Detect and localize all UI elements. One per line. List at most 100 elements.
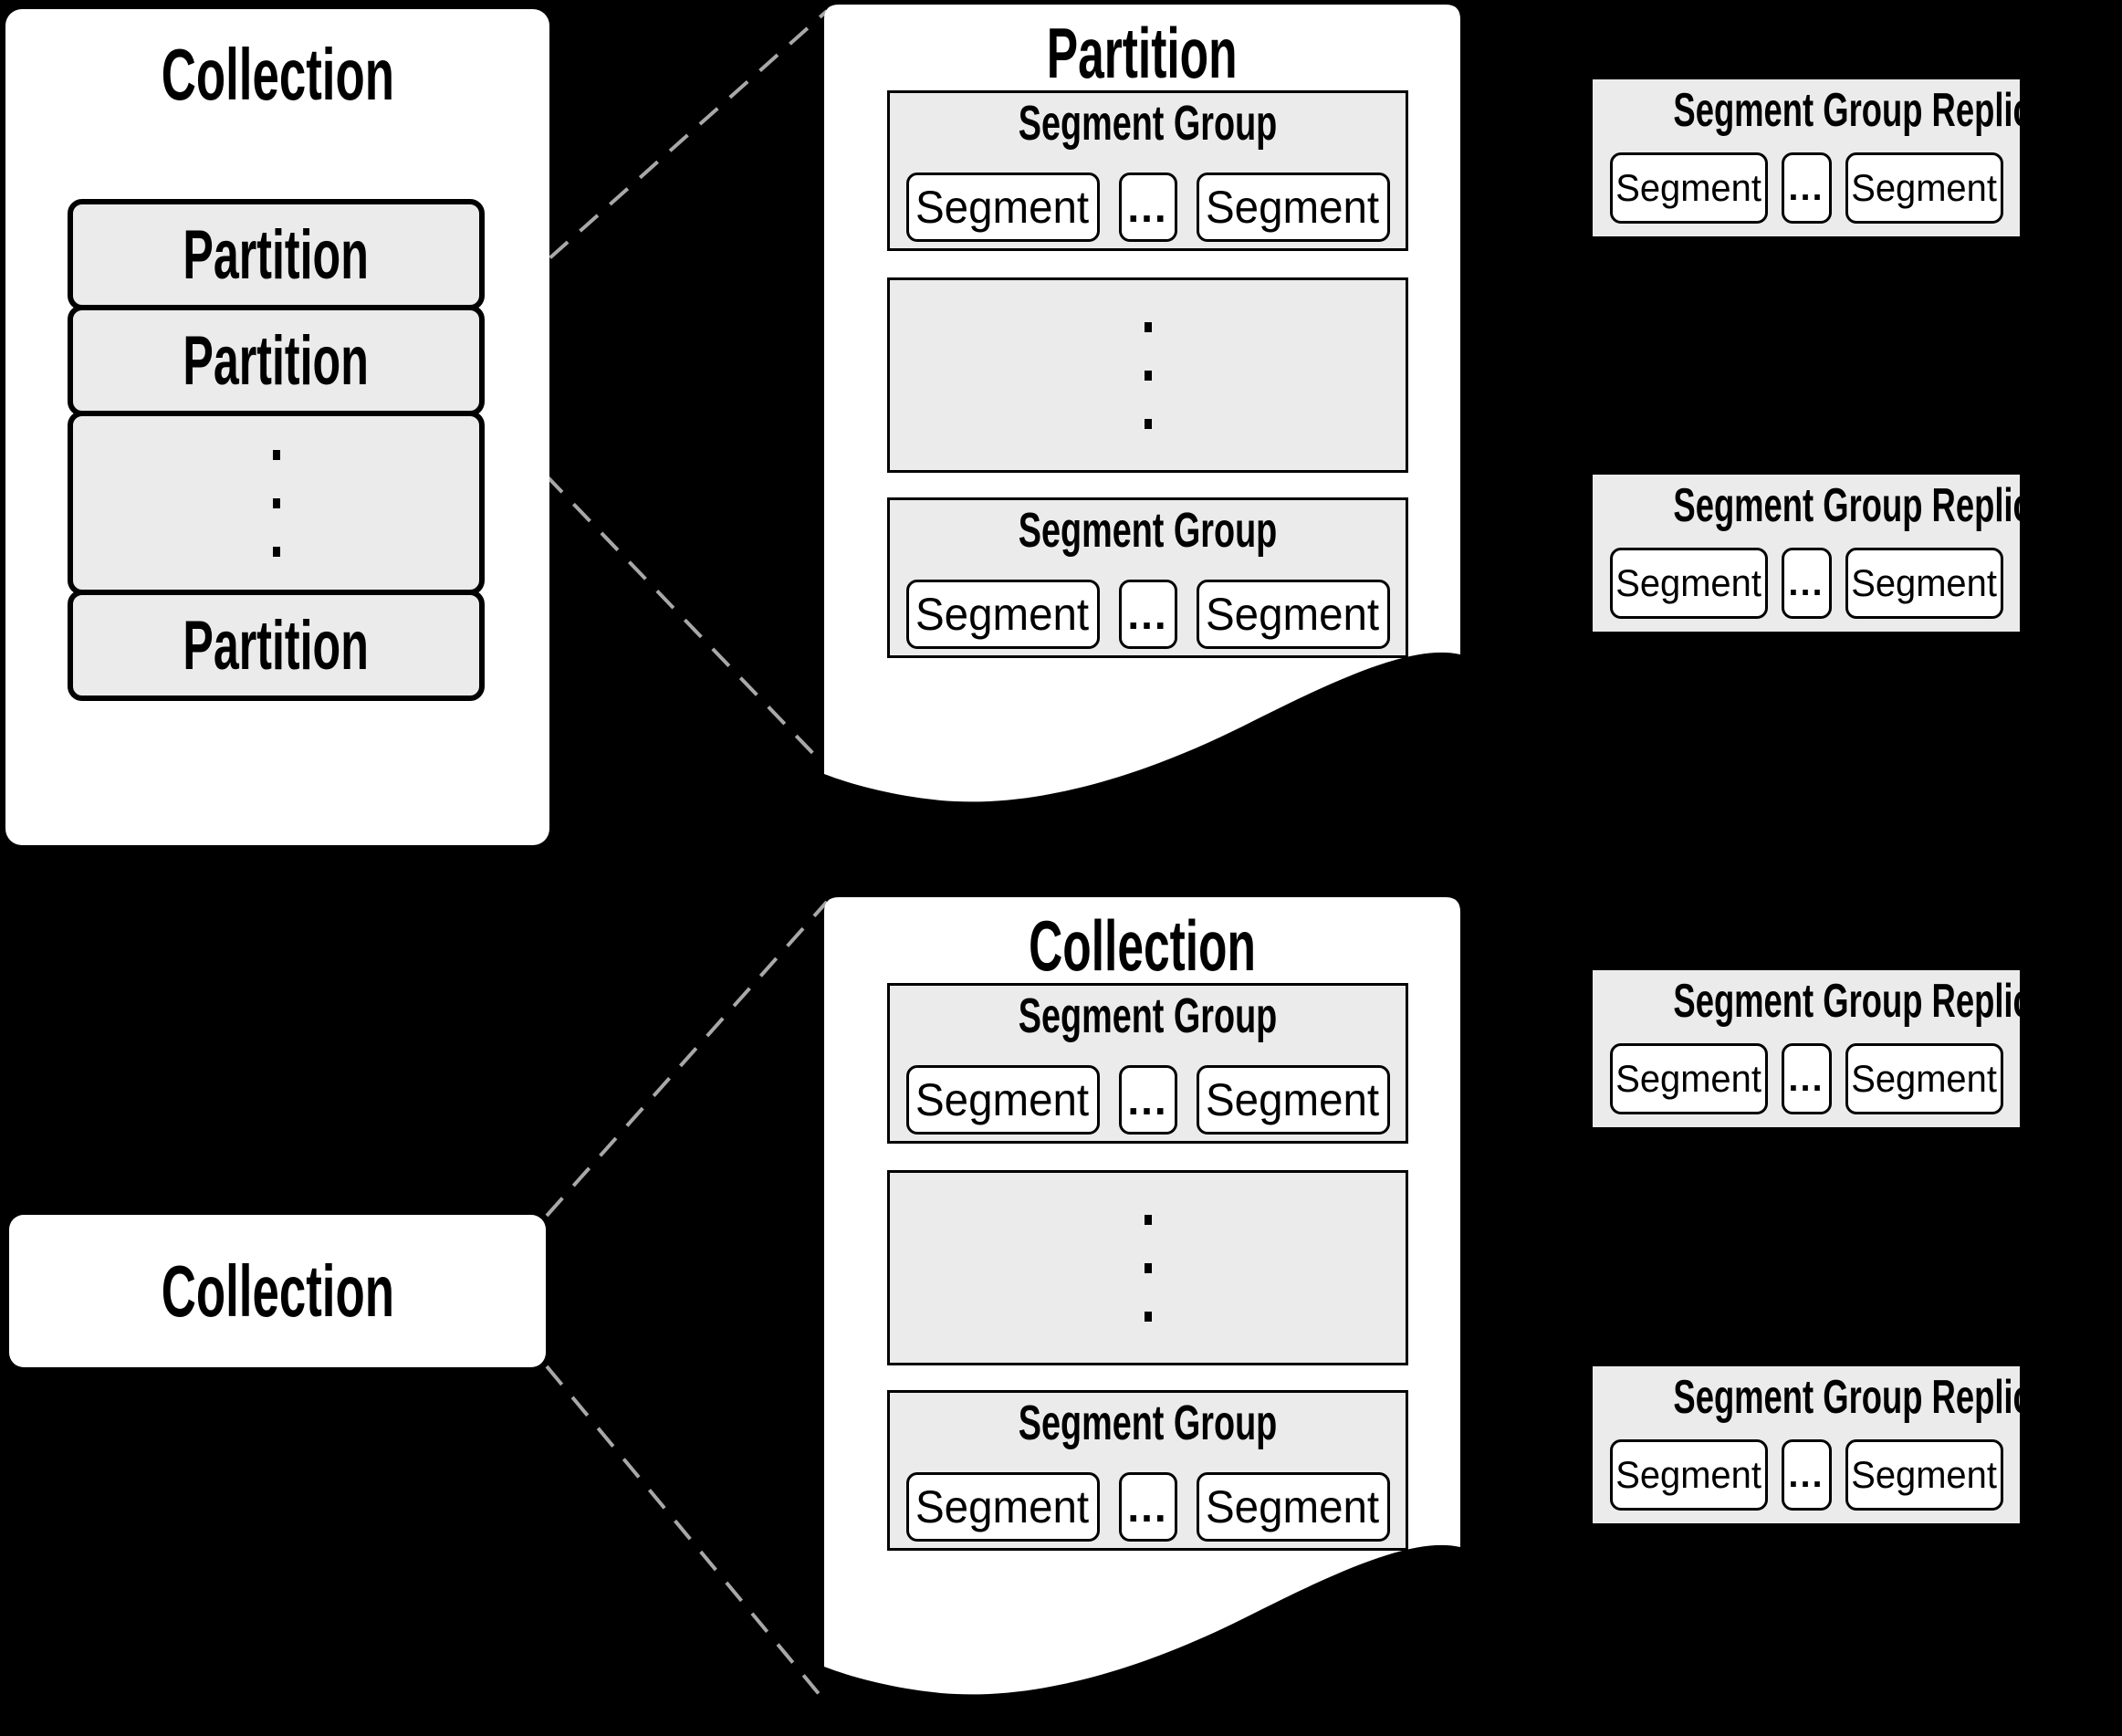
segment-box: Segment [1196, 1065, 1390, 1135]
segment-box: Segment [1845, 152, 2003, 224]
group-ellipsis-box [887, 277, 1408, 473]
segment-group-box: Segment Group Segment ... Segment [887, 497, 1408, 658]
partition-box: Partition [68, 199, 485, 310]
page-title-text: Partition [1047, 13, 1238, 93]
segment-box: Segment [1845, 1439, 2003, 1511]
segment-box: Segment [1609, 152, 1768, 224]
segment-group-title: Segment Group [890, 502, 1406, 559]
segment-group-title: Segment Group [890, 95, 1406, 152]
replica-title-text: Segment Group Replica [1673, 84, 2051, 137]
segment-label: Segment [1206, 182, 1380, 233]
ellipsis-label: ... [1127, 1076, 1168, 1124]
replica-title-text: Segment Group Replica [1673, 975, 2051, 1028]
collection-panel: Collection Partition Partition Partition [5, 9, 549, 845]
collection-label-box: Collection [9, 1215, 546, 1367]
segment-label: Segment [1615, 561, 1761, 604]
segment-label: Segment [915, 589, 1090, 640]
segment-box: Segment [905, 1472, 1100, 1542]
collection-panel-title-text: Collection [161, 34, 394, 115]
segment-group-title: Segment Group [890, 988, 1406, 1044]
segment-group-replica-box: Segment Group Replica Segment ... Segmen… [1593, 1366, 2050, 1523]
ellipsis-box: ... [1118, 580, 1177, 649]
segment-row: Segment ... Segment [890, 173, 1406, 242]
segment-row: Segment ... Segment [1593, 1439, 2020, 1511]
segment-box: Segment [905, 1065, 1100, 1135]
segment-box: Segment [905, 580, 1100, 649]
connector-dashed-line [488, 9, 829, 313]
vertical-ellipsis-icon [1144, 321, 1152, 429]
partition-box: Partition [68, 590, 485, 701]
segment-box: Segment [1196, 1472, 1390, 1542]
ellipsis-label: ... [1788, 1058, 1824, 1099]
replica-title: Segment Group Replica [1593, 974, 2050, 1029]
segment-label: Segment [1615, 1057, 1761, 1100]
segment-group-replica-box: Segment Group Replica Segment ... Segmen… [1593, 475, 2050, 632]
segment-group-title: Segment Group [890, 1395, 1406, 1451]
ellipsis-label: ... [1127, 183, 1168, 231]
partition-detail-page: Partition Segment Group Segment ... Segm… [824, 5, 1460, 817]
partition-box: Partition [68, 305, 485, 416]
ellipsis-label: ... [1788, 562, 1824, 603]
collection-panel-title: Collection [5, 33, 549, 117]
segment-group-title-text: Segment Group [1018, 988, 1278, 1043]
segment-box: Segment [1196, 173, 1390, 242]
segment-group-replica-box: Segment Group Replica Segment ... Segmen… [1593, 79, 2050, 236]
ellipsis-label: ... [1788, 1454, 1824, 1495]
segment-group-replica-box: Segment Group Replica Segment ... Segmen… [1593, 970, 2050, 1127]
vertical-ellipsis-icon [1144, 1214, 1152, 1322]
segment-group-title-text: Segment Group [1018, 1396, 1278, 1450]
segment-label: Segment [915, 1481, 1090, 1532]
page-title: Collection [824, 905, 1460, 988]
segment-label: Segment [1206, 1481, 1380, 1532]
replica-title-text: Segment Group Replica [1673, 479, 2051, 532]
segment-box: Segment [1845, 548, 2003, 619]
replica-title: Segment Group Replica [1593, 478, 2050, 533]
segment-label: Segment [1851, 1453, 1997, 1496]
segment-row: Segment ... Segment [890, 580, 1406, 649]
ellipsis-box: ... [1781, 152, 1832, 224]
ellipsis-label: ... [1127, 591, 1168, 638]
ellipsis-box: ... [1118, 1472, 1177, 1542]
ellipsis-box: ... [1118, 1065, 1177, 1135]
segment-box: Segment [1609, 1439, 1768, 1511]
partition-ellipsis-box [68, 411, 485, 595]
segment-box: Segment [905, 173, 1100, 242]
partition-label: Partition [183, 606, 370, 685]
replica-title: Segment Group Replica [1593, 1370, 2050, 1425]
segment-row: Segment ... Segment [1593, 548, 2020, 619]
ellipsis-label: ... [1127, 1483, 1168, 1531]
page-title: Partition [824, 12, 1460, 95]
vertical-ellipsis-icon [272, 449, 280, 557]
segment-row: Segment ... Segment [1593, 152, 2020, 224]
segment-label: Segment [1615, 1453, 1761, 1496]
connector-dashed-line [545, 1365, 822, 1698]
segment-group-box: Segment Group Segment ... Segment [887, 90, 1408, 251]
group-ellipsis-box [887, 1170, 1408, 1365]
connector-dashed-line [545, 900, 829, 1218]
segment-group-title-text: Segment Group [1018, 96, 1278, 151]
page-title-text: Collection [1029, 905, 1256, 986]
segment-label: Segment [1615, 166, 1761, 209]
segment-row: Segment ... Segment [890, 1065, 1406, 1135]
segment-label: Segment [1206, 589, 1380, 640]
segment-label: Segment [1851, 1057, 1997, 1100]
segment-box: Segment [1609, 1043, 1768, 1114]
segment-label: Segment [1851, 166, 1997, 209]
segment-label: Segment [1851, 561, 1997, 604]
segment-group-title-text: Segment Group [1018, 503, 1278, 558]
segment-label: Segment [1206, 1074, 1380, 1125]
segment-box: Segment [1845, 1043, 2003, 1114]
segment-box: Segment [1609, 548, 1768, 619]
replica-title: Segment Group Replica [1593, 83, 2050, 138]
collection-detail-page: Collection Segment Group Segment ... Seg… [824, 897, 1460, 1710]
partition-label: Partition [183, 321, 370, 400]
segment-box: Segment [1196, 580, 1390, 649]
ellipsis-box: ... [1781, 548, 1832, 619]
segment-group-box: Segment Group Segment ... Segment [887, 983, 1408, 1144]
segment-label: Segment [915, 182, 1090, 233]
segment-group-box: Segment Group Segment ... Segment [887, 1390, 1408, 1551]
segment-row: Segment ... Segment [1593, 1043, 2020, 1114]
segment-label: Segment [915, 1074, 1090, 1125]
